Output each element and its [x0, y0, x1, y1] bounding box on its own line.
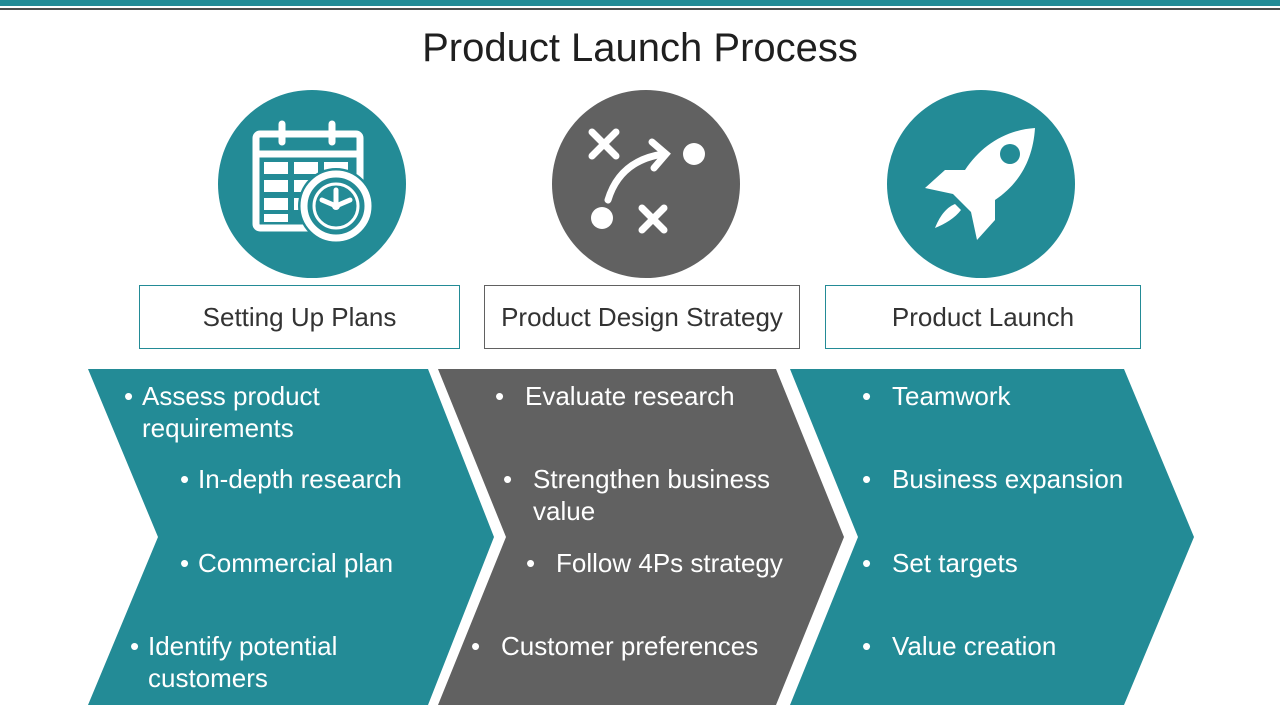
stage-3-circle [887, 90, 1075, 278]
stage-3-label: Product Launch [891, 301, 1075, 332]
top-accent-line [0, 8, 1280, 10]
page-title: Product Launch Process [422, 26, 858, 70]
stage-2-label-box: Product Design Strategy [484, 285, 800, 349]
strategy-play-icon [588, 128, 705, 234]
stage-3-label-box: Product Launch [825, 285, 1141, 349]
top-accent-bar [0, 0, 1280, 6]
stage-2-chevron [438, 369, 844, 705]
stage-1-label: Setting Up Plans [202, 301, 397, 332]
stage-2-circle [552, 90, 740, 278]
calendar-clock-icon [252, 120, 374, 244]
stage-3-chevron [790, 369, 1194, 705]
stage-1-label-box: Setting Up Plans [139, 285, 460, 349]
stage-1-chevron [88, 369, 494, 705]
rocket-icon [925, 128, 1035, 240]
stage-1-circle [218, 90, 406, 278]
stage-2-label: Product Design Strategy [501, 301, 783, 332]
